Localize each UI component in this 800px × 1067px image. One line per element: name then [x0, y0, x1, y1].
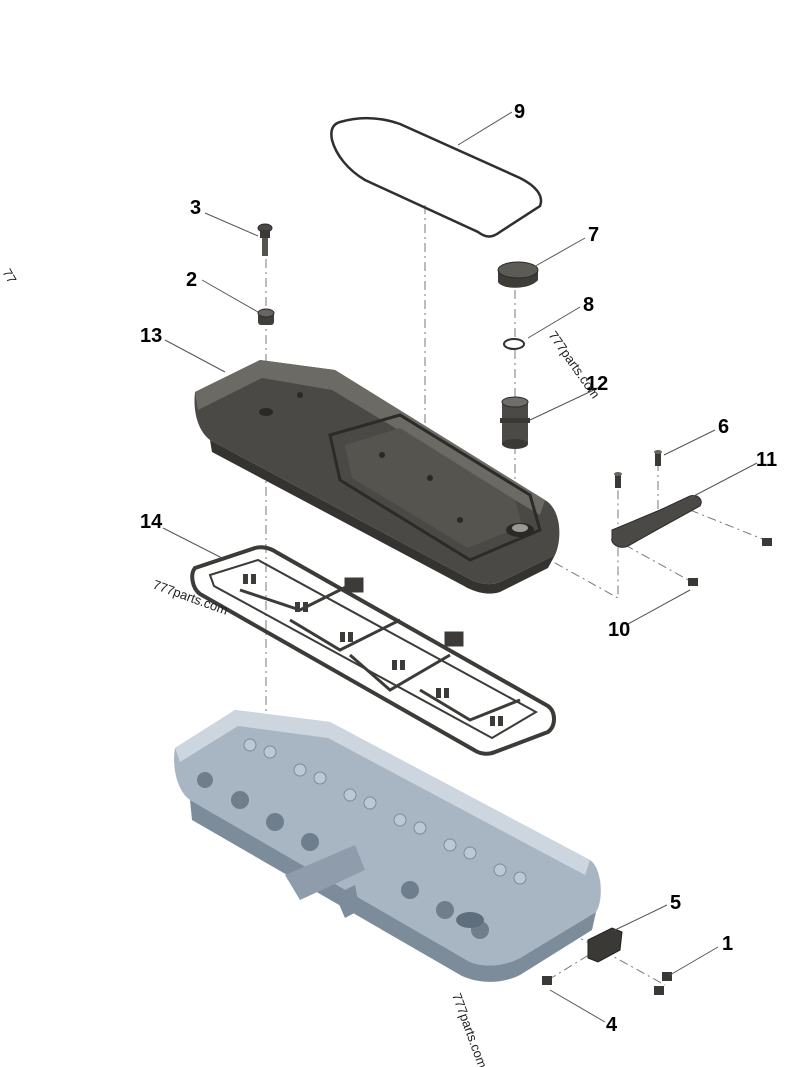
watermark-bottom: 777parts.com — [449, 991, 490, 1067]
screw-part-1 — [654, 972, 672, 995]
injector-connectors — [243, 574, 503, 726]
leader-lines — [162, 111, 758, 1023]
nut-part-4 — [542, 976, 552, 985]
filler-tube-part-12 — [500, 396, 530, 449]
clip-left — [688, 578, 698, 586]
callout-numbers: 1 2 3 4 5 6 7 8 9 10 11 12 13 14 — [140, 101, 777, 1036]
watermark-edge: 77 — [0, 266, 20, 286]
callout-7: 7 — [588, 224, 599, 246]
callout-1: 1 — [722, 933, 733, 955]
stud-part-10 — [614, 472, 622, 488]
watermark-center-right: 777parts.com — [546, 328, 603, 401]
filler-cap-part-7 — [497, 261, 539, 288]
callout-9: 9 — [514, 101, 525, 123]
callout-5: 5 — [670, 892, 681, 914]
rocker-cover-part-13 — [194, 360, 560, 594]
callout-8: 8 — [583, 294, 594, 316]
cover-seal-part-9 — [330, 116, 543, 238]
callout-13: 13 — [140, 325, 162, 347]
stud-part-6 — [654, 450, 662, 466]
cover-bolt-part-3 — [257, 223, 273, 256]
callout-2: 2 — [186, 269, 197, 291]
callout-10: 10 — [608, 619, 630, 641]
bracket-part-11 — [611, 495, 702, 548]
callout-3: 3 — [190, 197, 201, 219]
watermark-left: 777parts.com — [151, 577, 230, 618]
clip-right — [762, 538, 772, 546]
cylinder-head — [174, 710, 601, 982]
o-ring-part-8 — [503, 338, 525, 350]
callout-6: 6 — [718, 416, 729, 438]
callout-11: 11 — [756, 449, 777, 471]
callout-12: 12 — [586, 373, 608, 395]
bracket-part-5 — [587, 927, 623, 963]
callout-14: 14 — [140, 511, 163, 533]
callout-4: 4 — [606, 1014, 618, 1036]
grommet-part-2 — [257, 308, 275, 325]
